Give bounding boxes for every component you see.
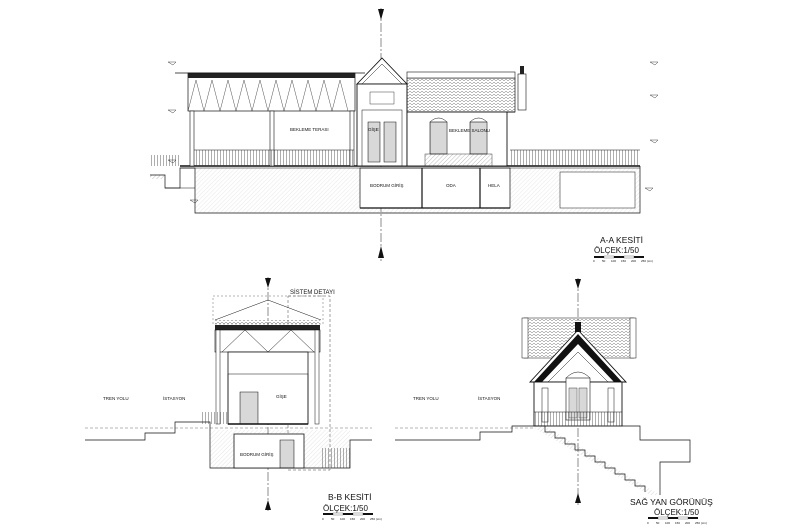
- scale-bar-a: 0 50 100 150 200 250 (cm): [593, 255, 653, 263]
- level-markers-a: [167, 61, 659, 204]
- title-a: A-A KESİTİ: [600, 235, 643, 245]
- room-room: ODA: [446, 183, 456, 188]
- svg-text:0: 0: [593, 259, 595, 263]
- svg-text:200: 200: [685, 521, 690, 525]
- terrace-pergola: [175, 72, 365, 167]
- roof-b: [214, 299, 322, 425]
- svg-text:0: 0: [322, 517, 324, 521]
- svg-text:150: 150: [621, 259, 626, 263]
- room-lounge: BEKLEME SALONU: [449, 128, 490, 133]
- title-b: B-B KESİTİ: [328, 492, 371, 502]
- building-b: [200, 351, 309, 469]
- section-a-a: BEKLEME TERASI GİŞE BEKLEME SALONU BODRU…: [150, 8, 659, 263]
- room-hall-b: GİŞE: [276, 393, 287, 399]
- svg-text:250 (cm): 250 (cm): [641, 259, 653, 263]
- svg-text:0: 0: [647, 521, 649, 525]
- tile-roof-a: [406, 66, 527, 113]
- foundation: [150, 166, 641, 214]
- central-gable: [355, 57, 409, 167]
- scale-bar-c: 0 50 100 150 200 250 (cm): [647, 516, 707, 525]
- label-rail-c: TREN YOLU: [413, 396, 439, 401]
- svg-text:100: 100: [611, 259, 616, 263]
- title-c: SAĞ YAN GÖRÜNÜŞ: [630, 497, 713, 507]
- gable-c: [528, 322, 628, 427]
- right-elevation: TREN YOLU İSTASYON SAĞ YAN GÖRÜNÜŞ ÖLÇEK…: [395, 278, 713, 525]
- svg-text:SİSTEM DETAYI: SİSTEM DETAYI: [290, 289, 335, 296]
- label-rail-b: TREN YOLU: [103, 396, 129, 401]
- room-hall: GİŞE: [368, 126, 379, 132]
- room-wc: HELA: [488, 183, 500, 188]
- terrain-c: [395, 425, 691, 495]
- svg-text:150: 150: [675, 521, 680, 525]
- room-terrace: BEKLEME TERASI: [290, 127, 329, 132]
- room-basement: BODRUM GİRİŞ: [370, 182, 404, 188]
- section-b-b: SİSTEM DETAYI TR: [85, 277, 382, 521]
- axis-arrow-bottom: [378, 246, 384, 258]
- svg-text:100: 100: [665, 521, 670, 525]
- svg-text:150: 150: [350, 517, 355, 521]
- svg-text:200: 200: [360, 517, 365, 521]
- axis-arrow-top: [378, 9, 384, 20]
- svg-text:250 (cm): 250 (cm): [695, 521, 707, 525]
- scale-bar-b: 0 50 100 150 200 250 (cm): [322, 512, 382, 521]
- svg-text:50: 50: [656, 521, 660, 525]
- svg-text:200: 200: [631, 259, 636, 263]
- right-fence: [510, 150, 640, 166]
- label-station-c: İSTASYON: [478, 395, 500, 401]
- label-station-b: İSTASYON: [163, 395, 185, 401]
- scale-a: ÖLÇEK:1/50: [594, 246, 639, 255]
- lounge: [406, 111, 508, 167]
- svg-text:50: 50: [331, 517, 335, 521]
- left-fence: [150, 155, 180, 166]
- scale-b: ÖLÇEK:1/50: [323, 504, 368, 513]
- terrain-b: [85, 421, 372, 469]
- svg-text:250 (cm): 250 (cm): [370, 517, 382, 521]
- room-basement-b: BODRUM GİRİŞ: [240, 451, 274, 457]
- scale-c: ÖLÇEK:1/50: [654, 508, 699, 517]
- svg-text:100: 100: [340, 517, 345, 521]
- svg-text:50: 50: [602, 259, 606, 263]
